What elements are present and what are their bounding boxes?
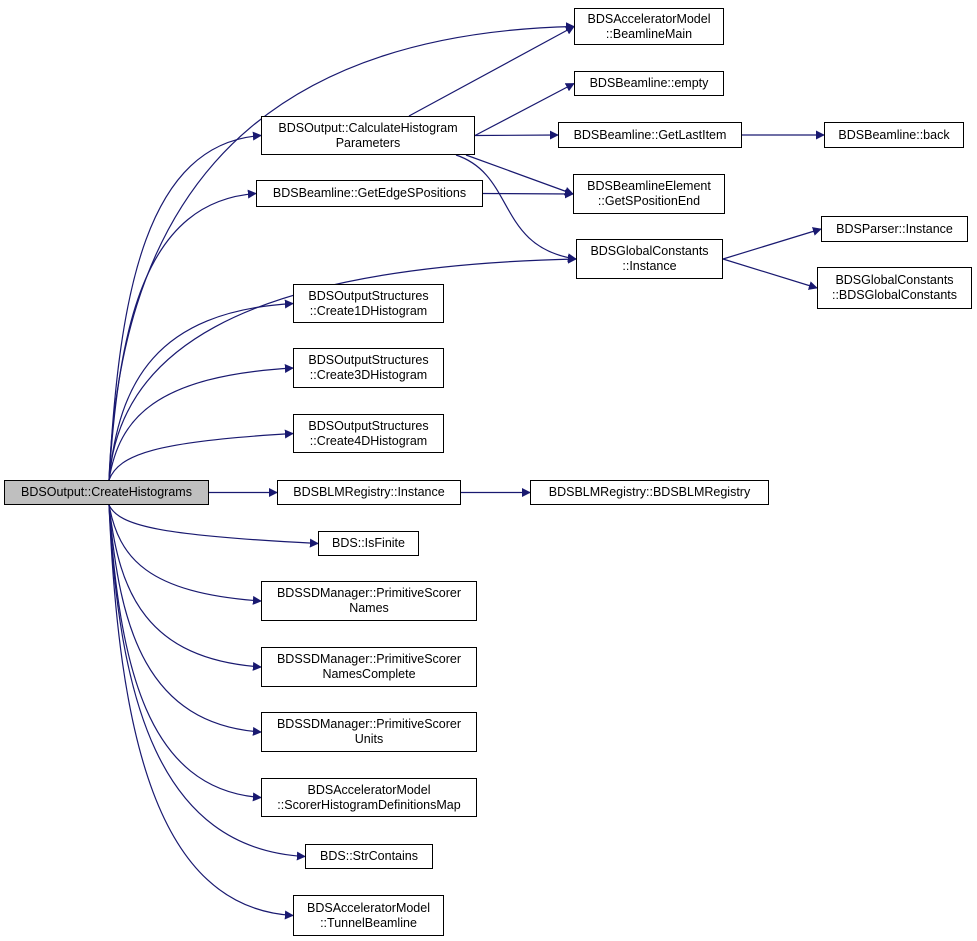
node-bdsbeamline-getedgespositions[interactable]: BDSBeamline::GetEdgeSPositions	[256, 180, 483, 207]
node-bdsglobalconstants-instance[interactable]: BDSGlobalConstants::Instance	[576, 239, 723, 279]
call-edge-global_constants_instance-to-parser_instance	[722, 227, 822, 260]
node-label-line: BDSSDManager::PrimitiveScorer	[276, 717, 462, 731]
node-bdsbeamline-empty[interactable]: BDSBeamline::empty	[574, 71, 724, 96]
node-label-line: BDSGlobalConstants	[590, 244, 709, 258]
call-edge-create_histograms-to-is_finite	[108, 504, 319, 548]
call-edge-calculate_histogram_parameters-to-get_last_item	[474, 130, 559, 140]
node-bdsoutputstructures-create3dhistogram[interactable]: BDSOutputStructures::Create3DHistogram	[293, 348, 444, 388]
node-label-line: BDS::StrContains	[320, 849, 418, 863]
call-edge-create_histograms-to-create_1d_histogram	[108, 299, 294, 481]
node-bdsbeamlineelement-getspositionend[interactable]: BDSBeamlineElement::GetSPositionEnd	[573, 174, 725, 214]
node-label-line: ::BeamlineMain	[605, 26, 693, 41]
call-edge-create_histograms-to-tunnel_beamline	[108, 504, 294, 920]
node-label-line: BDS::IsFinite	[332, 536, 405, 550]
node-label-line: BDSBeamline::GetLastItem	[573, 127, 727, 142]
call-edge-create_histograms-to-get_edge_s_positions	[108, 189, 257, 481]
node-label-line: ::BDSGlobalConstants	[831, 288, 958, 302]
node-label-line: ::TunnelBeamline	[320, 915, 417, 930]
call-edge-create_histograms-to-beamline_main	[108, 22, 575, 481]
node-label-line: BDSParser::Instance	[836, 221, 953, 236]
node-label-line: BDSBeamline::back	[838, 127, 950, 142]
call-edge-global_constants_instance-to-global_constants_ctor	[722, 258, 818, 290]
node-bds-isfinite[interactable]: BDS::IsFinite	[318, 531, 419, 556]
node-bdsacceleratormodel-scorerhistogramdefinitionsmap[interactable]: BDSAcceleratorModel::ScorerHistogramDefi…	[261, 778, 477, 817]
node-label-line: BDSSDManager::PrimitiveScorer	[276, 586, 462, 600]
node-label-line: BDSOutputStructures	[308, 418, 429, 433]
node-label-line: BDSOutputStructures	[308, 353, 429, 367]
node-label-line: BDSSDManager::PrimitiveScorer	[276, 652, 462, 666]
node-label-line: ::Create1DHistogram	[309, 303, 428, 318]
node-label-line: ::ScorerHistogramDefinitionsMap	[277, 797, 461, 812]
node-label-line: ::Instance	[622, 259, 677, 273]
call-edge-calculate_histogram_parameters-to-beamline_main	[408, 25, 575, 117]
node-bdsglobalconstants-constructor[interactable]: BDSGlobalConstants::BDSGlobalConstants	[817, 267, 972, 309]
call-edge-create_histograms-to-create_3d_histogram	[108, 363, 294, 481]
node-label-line: BDSOutput::CalculateHistogram	[278, 120, 458, 135]
node-label-line: NamesComplete	[322, 667, 416, 681]
node-bdsbeamline-back[interactable]: BDSBeamline::back	[824, 122, 964, 148]
call-edge-calculate_histogram_parameters-to-get_s_position_end	[465, 154, 574, 196]
node-label-line: Parameters	[335, 135, 401, 150]
call-edge-create_histograms-to-primitive_scorer_names_complete	[108, 504, 262, 671]
node-bdsblmregistry-constructor[interactable]: BDSBLMRegistry::BDSBLMRegistry	[530, 480, 769, 505]
node-label-line: BDSOutput::CreateHistograms	[21, 485, 192, 499]
node-bdsoutput-createhistograms: BDSOutput::CreateHistograms	[4, 480, 209, 505]
call-edge-create_histograms-to-global_constants_instance	[108, 254, 577, 481]
node-label-line: BDSBLMRegistry::Instance	[293, 485, 445, 499]
call-edge-create_histograms-to-str_contains	[108, 504, 306, 861]
node-label-line: ::Create3DHistogram	[309, 368, 428, 382]
node-label-line: ::GetSPositionEnd	[597, 194, 701, 208]
call-edge-create_histograms-to-primitive_scorer_units	[108, 504, 262, 736]
node-label-line: Names	[349, 601, 389, 615]
node-label-line: BDSBeamline::empty	[589, 76, 709, 90]
node-label-line: BDSAcceleratorModel	[307, 900, 430, 915]
node-label-line: BDSAcceleratorModel	[587, 11, 711, 26]
call-edge-calculate_histogram_parameters-to-beamline_empty	[474, 82, 575, 137]
node-label-line: BDSGlobalConstants	[835, 273, 954, 287]
node-bdsacceleratormodel-tunnelbeamline[interactable]: BDSAcceleratorModel::TunnelBeamline	[293, 895, 444, 936]
call-edge-calculate_histogram_parameters-to-global_constants_instance	[455, 154, 577, 263]
node-bdsbeamline-getlastitem[interactable]: BDSBeamline::GetLastItem	[558, 122, 742, 148]
node-bdsacceleratormodel-beamlinemain[interactable]: BDSAcceleratorModel::BeamlineMain	[574, 8, 724, 45]
node-label-line: BDSBLMRegistry::BDSBLMRegistry	[548, 485, 751, 499]
call-edge-get_edge_s_positions-to-get_s_position_end	[482, 189, 574, 199]
call-edge-create_histograms-to-primitive_scorer_names	[108, 504, 262, 605]
call-edge-create_histograms-to-scorer_histogram_definitions_map	[108, 504, 262, 802]
node-bds-strcontains[interactable]: BDS::StrContains	[305, 844, 433, 869]
node-label-line: BDSOutputStructures	[308, 288, 429, 303]
node-label-line: Units	[354, 732, 384, 746]
node-label-line: ::Create4DHistogram	[309, 433, 428, 448]
node-bdsoutputstructures-create4dhistogram[interactable]: BDSOutputStructures::Create4DHistogram	[293, 414, 444, 453]
node-bdsblmregistry-instance[interactable]: BDSBLMRegistry::Instance	[277, 480, 461, 505]
node-label-line: BDSBeamlineElement	[587, 179, 711, 193]
node-label-line: BDSBeamline::GetEdgeSPositions	[272, 186, 467, 200]
call-edge-create_histograms-to-calculate_histogram_parameters	[108, 131, 262, 481]
node-bdsoutputstructures-create1dhistogram[interactable]: BDSOutputStructures::Create1DHistogram	[293, 284, 444, 323]
node-bdsparser-instance[interactable]: BDSParser::Instance	[821, 216, 968, 242]
node-label-line: BDSAcceleratorModel	[307, 782, 431, 797]
call-edge-create_histograms-to-create_4d_histogram	[108, 429, 294, 481]
